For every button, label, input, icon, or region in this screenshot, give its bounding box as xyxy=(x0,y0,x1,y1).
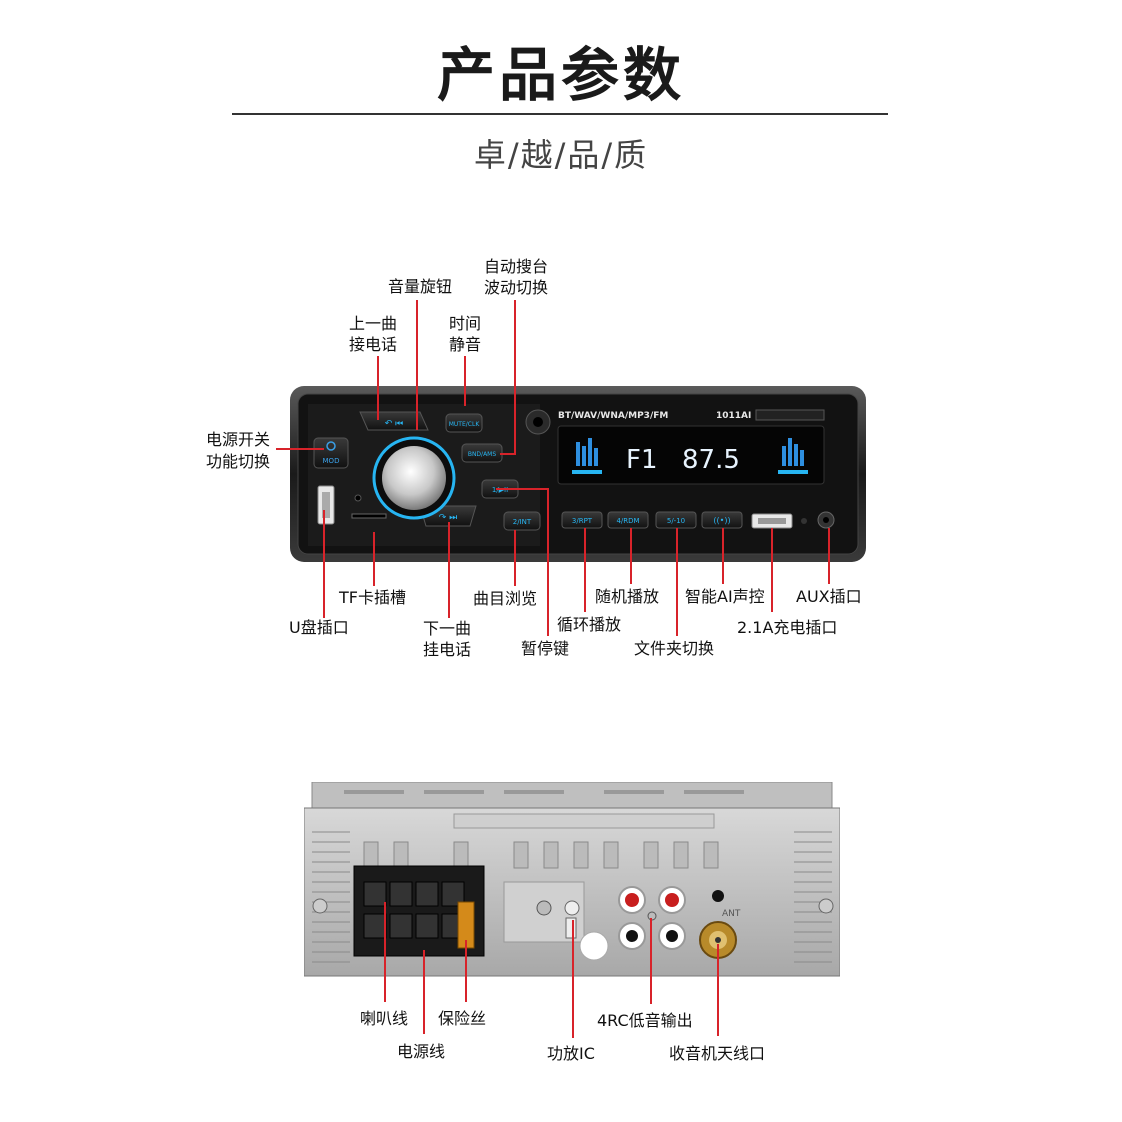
label-browse: 曲目浏览 xyxy=(473,589,538,608)
label-pause: 暂停键 xyxy=(521,639,570,658)
callout-ai xyxy=(722,528,724,584)
play-button-label: 1/▶II xyxy=(492,486,508,494)
callout-auto-search xyxy=(514,300,516,455)
callout-power xyxy=(276,448,324,450)
label-auto-search-1: 自动搜台 xyxy=(483,257,548,276)
label-time-2: 静音 xyxy=(448,335,481,354)
svg-text:↶ ⏮: ↶ ⏮ xyxy=(385,419,404,429)
label-next-2: 挂电话 xyxy=(422,640,471,659)
format-strip: BT/WAV/WNA/MP3/FM xyxy=(558,411,668,421)
callout-rca xyxy=(650,918,652,1004)
callout-antenna xyxy=(717,944,719,1036)
label-charge: 2.1A充电插口 xyxy=(737,618,838,637)
label-ai-voice: 智能AI声控 xyxy=(685,587,765,606)
page-subtitle: 卓/越/品/质 xyxy=(473,136,649,174)
label-random: 随机播放 xyxy=(595,587,660,606)
label-next-1: 下一曲 xyxy=(422,619,471,638)
mod-button-label: MOD xyxy=(323,457,340,465)
mute-button-label: MUTE/CLK xyxy=(449,421,481,428)
callout-pause-h xyxy=(496,488,548,490)
front-panel-illustration: MOD ↶ ⏮ ↷ ⏭ MUTE/CLK BND/AMS 1/▶II 2/INT… xyxy=(290,386,866,562)
callout-auto-search-h xyxy=(500,453,516,455)
label-time-1: 时间 xyxy=(448,314,481,333)
callout-folder xyxy=(676,528,678,636)
callout-tf xyxy=(373,532,375,586)
svg-text:↷ ⏭: ↷ ⏭ xyxy=(439,513,458,523)
rpt-button-label: 3/RPT xyxy=(572,517,593,525)
page-title: 产品参数 xyxy=(436,41,685,109)
label-speaker: 喇叭线 xyxy=(360,1009,409,1028)
label-amp: 功放IC xyxy=(547,1044,595,1063)
model-label: 1011AI xyxy=(716,411,751,421)
label-fuse: 保险丝 xyxy=(438,1009,487,1028)
label-prev-2: 接电话 xyxy=(348,335,397,354)
band-button-label: BND/AMS xyxy=(468,451,497,458)
callout-charge xyxy=(771,528,773,612)
callout-amp xyxy=(572,920,574,1038)
title-divider xyxy=(232,113,888,115)
display-frequency: 87.5 xyxy=(682,445,740,475)
label-loop: 循环播放 xyxy=(557,615,622,634)
callout-volume xyxy=(416,300,418,430)
label-power-2: 功能切换 xyxy=(206,452,271,471)
label-tf: TF卡插槽 xyxy=(339,588,406,607)
rdm-button-label: 4/RDM xyxy=(616,517,639,525)
label-rca: 4RC低音输出 xyxy=(597,1011,693,1030)
display-band: F1 xyxy=(626,445,658,475)
svg-text:((•)): ((•)) xyxy=(713,516,730,525)
callout-power-line xyxy=(423,950,425,1034)
int-button-label: 2/INT xyxy=(513,518,532,526)
callout-time xyxy=(464,356,466,406)
callout-fuse xyxy=(465,940,467,1002)
callout-loop xyxy=(584,528,586,612)
label-power-1: 电源开关 xyxy=(206,430,271,449)
label-usb: U盘插口 xyxy=(289,618,349,637)
label-antenna: 收音机天线口 xyxy=(669,1044,766,1063)
callout-prev xyxy=(377,356,379,420)
ant-mark: ANT xyxy=(722,909,741,919)
folder-button-label: 5/-10 xyxy=(667,517,685,525)
label-power-line: 电源线 xyxy=(397,1042,446,1061)
callout-random xyxy=(630,528,632,584)
label-prev-1: 上一曲 xyxy=(348,314,397,333)
callout-browse xyxy=(514,530,516,586)
callout-speaker xyxy=(384,902,386,1002)
label-aux: AUX插口 xyxy=(796,587,862,606)
callout-pause xyxy=(547,488,549,636)
label-auto-search-2: 波动切换 xyxy=(483,278,548,297)
callout-usb xyxy=(323,510,325,618)
label-volume: 音量旋钮 xyxy=(387,277,452,296)
callout-aux xyxy=(828,528,830,584)
label-folder: 文件夹切换 xyxy=(634,639,715,658)
callout-next xyxy=(448,522,450,618)
